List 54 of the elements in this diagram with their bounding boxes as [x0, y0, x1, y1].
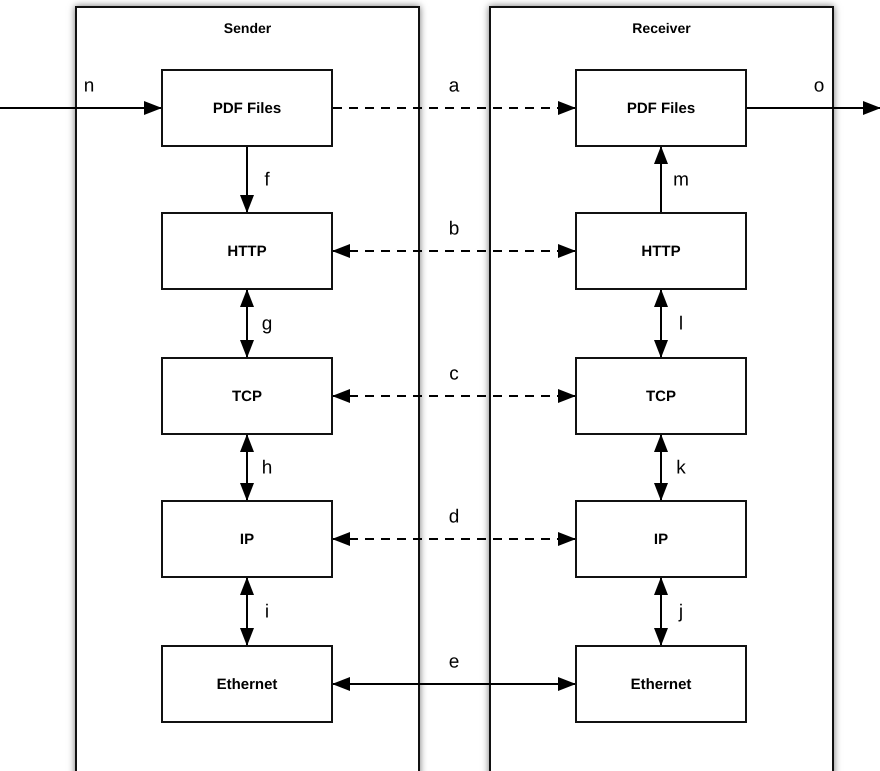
edge-label: h	[262, 458, 272, 477]
edge-label: e	[448, 652, 460, 672]
layer-box	[575, 500, 747, 578]
edge-label: m	[673, 170, 689, 189]
layer-box	[161, 69, 333, 147]
layer-box	[161, 500, 333, 578]
panel-title: Receiver	[631, 20, 692, 36]
edge-label: n	[84, 76, 94, 96]
edge-label: j	[678, 602, 684, 621]
edge-label: b	[448, 220, 460, 238]
arrow	[654, 434, 668, 501]
arrow	[0, 101, 162, 115]
box-label: HTTP	[641, 242, 681, 260]
box-label: HTTP	[227, 242, 267, 260]
arrow	[332, 244, 576, 258]
layer-box	[575, 212, 747, 290]
edge-label: l	[678, 314, 684, 333]
box-label: Ethernet	[216, 676, 278, 692]
layer-box	[575, 645, 747, 723]
box-label: IP	[240, 530, 254, 548]
box-label: PDF Files	[626, 100, 696, 116]
arrow	[747, 101, 880, 115]
box-label: PDF Files	[212, 100, 282, 116]
panel-title: Sender	[222, 20, 272, 36]
arrow	[654, 146, 668, 212]
arrow	[654, 289, 668, 358]
arrow	[332, 532, 576, 546]
arrow	[332, 389, 576, 403]
edge-label: g	[262, 314, 272, 333]
arrow	[240, 289, 254, 358]
arrow	[332, 677, 576, 691]
layer-box	[575, 357, 747, 435]
layer-panel	[489, 6, 834, 771]
box-label: TCP	[232, 388, 262, 404]
edge-label: o	[814, 76, 824, 96]
layer-box	[161, 645, 333, 723]
edge-label: f	[264, 170, 270, 189]
layer-box	[575, 69, 747, 147]
box-label: TCP	[646, 388, 676, 404]
edge-label: k	[676, 458, 686, 477]
edge-label: d	[448, 508, 460, 526]
edge-label: i	[264, 602, 270, 621]
box-label: IP	[654, 530, 668, 548]
arrow	[240, 577, 254, 646]
arrow	[240, 434, 254, 501]
arrow	[654, 577, 668, 646]
box-label: Ethernet	[630, 676, 692, 692]
edge-label: c	[449, 364, 459, 384]
layer-box	[161, 357, 333, 435]
arrow	[333, 101, 576, 115]
layer-box	[161, 212, 333, 290]
arrow	[240, 147, 254, 213]
edge-label: a	[448, 76, 460, 96]
layer-panel	[75, 6, 420, 771]
